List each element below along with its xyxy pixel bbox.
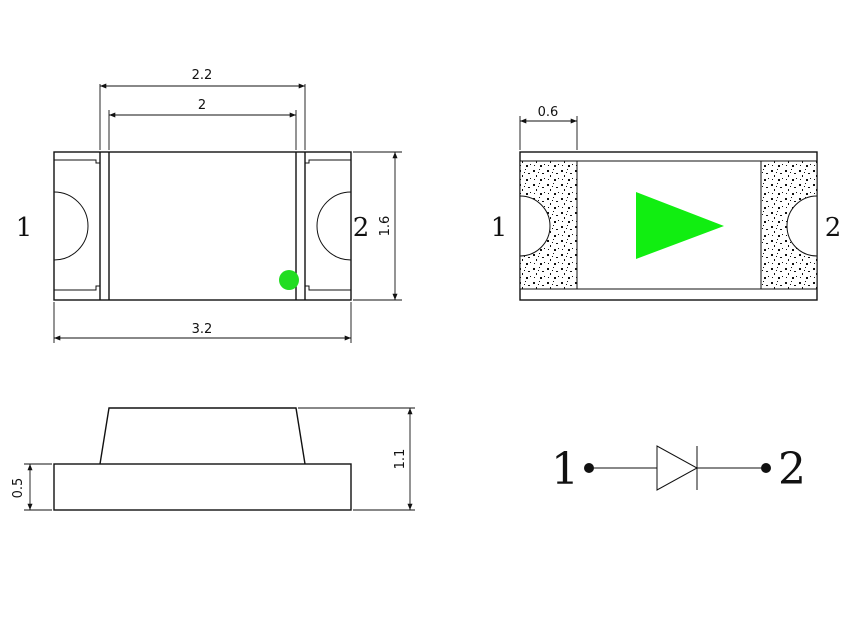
top-pin-1-label: 1 (16, 213, 33, 243)
left-terminal (54, 159, 100, 164)
polarity-dot (279, 270, 299, 290)
schematic-pin-1-label: 1 (551, 444, 579, 495)
dim-length-label: 3.2 (192, 322, 213, 337)
schematic-terminal-2 (761, 463, 771, 473)
right-terminal (305, 159, 351, 164)
bottom-pin-1-label: 1 (491, 213, 508, 243)
left-pad (520, 161, 577, 289)
dim-base-label: 0.5 (11, 478, 26, 499)
bottom-pin-2-label: 2 (825, 213, 842, 243)
right-pad (761, 161, 817, 289)
dim-width-outer-label: 2.2 (192, 68, 213, 83)
dim-width-inner-label: 2 (198, 98, 206, 113)
side-base (53, 463, 352, 511)
top-body-outline (53, 151, 352, 301)
side-lens (99, 407, 306, 465)
polarity-arrow (636, 192, 724, 259)
dim-height-label: 1.6 (378, 216, 393, 237)
dim-total-label: 1.1 (393, 449, 408, 470)
schematic-pin-2-label: 2 (778, 444, 806, 495)
bottom-view: 0.6 1 2 (491, 105, 842, 301)
diode-schematic: 1 2 (551, 444, 806, 495)
top-view: 2.2 2 1.6 3.2 1 2 (16, 68, 402, 343)
dim-pad-label: 0.6 (538, 105, 559, 120)
side-view: 0.5 1.1 (11, 407, 415, 511)
diode-triangle (656, 445, 699, 491)
top-pin-2-label: 2 (353, 213, 370, 243)
